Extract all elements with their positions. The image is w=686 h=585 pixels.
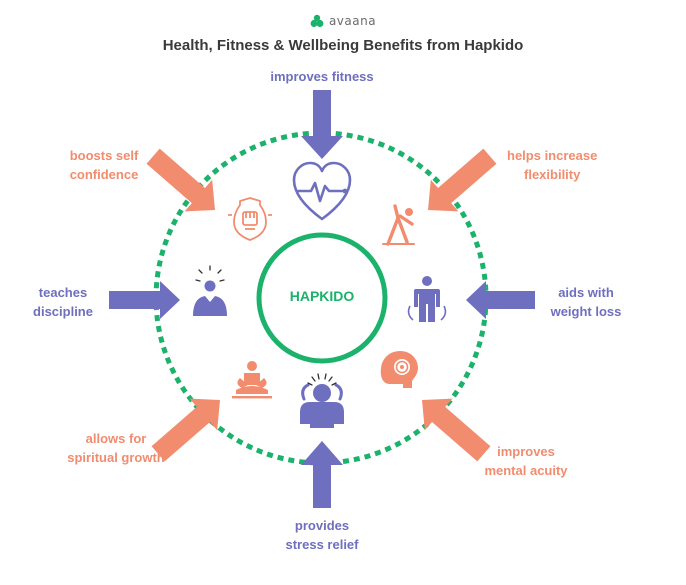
label-line: discipline [33,304,93,319]
label-line: flexibility [524,167,581,182]
brain-target-icon [380,351,418,388]
brand-name: avaana [328,14,377,28]
arrow-discipline [109,281,180,319]
arrow-stress [301,441,343,508]
label-spiritual-growth: allows for spiritual growth [56,429,176,467]
page-title: Health, Fitness & Wellbeing Benefits fro… [162,37,524,54]
hub-label: HAPKIDO [289,288,355,304]
label-line: confidence [69,167,139,182]
yoga-stretch-icon [382,204,415,246]
label-line: improves [497,444,555,459]
arrow-confidence [146,148,215,212]
label-flexibility: helps increase flexibility [507,146,647,184]
stressed-person-icon [300,373,344,428]
hub-ring [256,232,388,364]
arrow-fitness [301,90,343,159]
label-stress-relief: provides stress relief [256,516,388,554]
label-line: mental acuity [484,463,568,478]
arrow-spiritual [151,398,220,462]
heart-pulse-icon [292,161,352,221]
label-line: improves fitness [270,69,374,84]
label-line: stress relief [285,537,359,552]
brand-header: avaana [0,11,686,31]
fist-badge-icon [228,197,272,241]
avaana-leaf-icon [310,14,324,28]
label-line: weight loss [550,304,622,319]
arrow-flexibility [428,148,497,212]
focused-person-icon [193,265,227,316]
arrow-weight [466,281,535,319]
weight-loss-person-icon [407,276,447,322]
label-self-confidence: boosts self confidence [52,146,156,184]
label-line: provides [294,518,350,533]
label-line: helps increase [507,148,598,163]
label-line: teaches [38,285,88,300]
arrow-acuity [422,398,491,462]
label-discipline: teaches discipline [20,283,106,321]
brand-logo: avaana [310,14,376,28]
label-line: aids with [558,285,614,300]
meditation-icon [232,361,272,399]
label-line: spiritual growth [67,450,165,465]
label-weight-loss: aids with weight loss [536,283,636,321]
label-mental-acuity: improves mental acuity [462,442,590,480]
label-line: allows for [85,431,147,446]
label-line: boosts self [69,148,139,163]
label-improves-fitness: improves fitness [230,67,414,86]
